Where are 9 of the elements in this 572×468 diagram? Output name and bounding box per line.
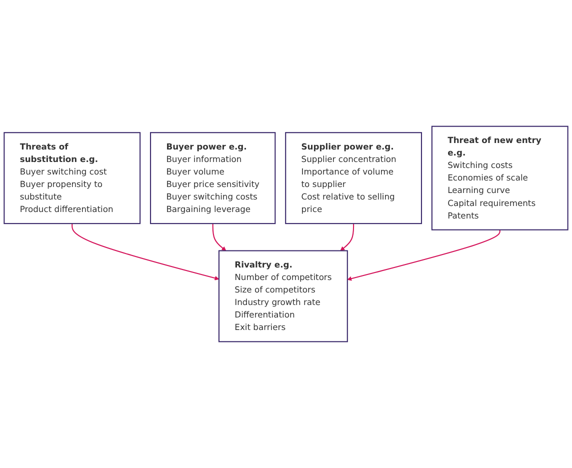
node-box: Supplier power e.g. Supplier concentration Importance of volume to supplier Cost relative to selling price (285, 132, 422, 224)
arrow (72, 224, 220, 280)
node-box: Threats of substitution e.g. Buyer switching cost Buyer propensity to substitute Product differentiation (4, 132, 141, 224)
node-box: Buyer power e.g. Buyer information Buyer volume Buyer price sensitivity Buyer switching costs Bargaining leverage (150, 132, 276, 224)
arrow (340, 224, 354, 251)
node-box: Threat of new entry e.g. Switching costs Economies of scale Learning curve Capital requirements Patents (431, 126, 568, 230)
node-box: Rivaltry e.g. Number of competitors Size of competitors Industry growth rate Differentiation Exit barriers (218, 250, 348, 342)
arrow (347, 230, 500, 281)
arrow (212, 224, 226, 251)
